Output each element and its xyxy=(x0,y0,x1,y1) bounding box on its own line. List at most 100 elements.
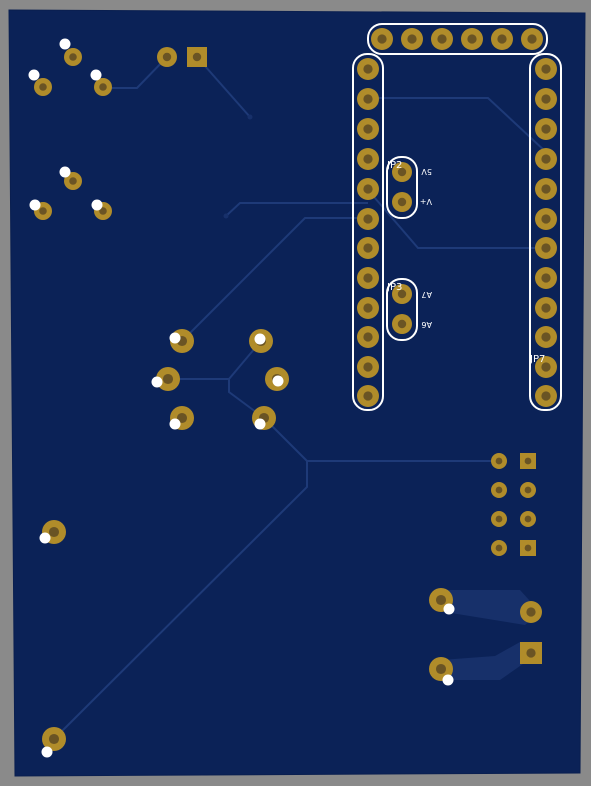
header-left-pin-4 xyxy=(357,148,379,170)
header-left-pin-3-drill xyxy=(363,124,373,134)
header-left-pin-9-drill xyxy=(363,303,373,313)
grid-pin-3-drill xyxy=(495,486,503,494)
header-top-pin-2-drill xyxy=(407,34,417,44)
jp2-pin-1-drill xyxy=(397,167,407,177)
jp3-pin-1 xyxy=(392,284,412,304)
drill-mark-12 xyxy=(254,418,266,430)
pads xyxy=(34,28,557,751)
header-right-pin-4 xyxy=(535,148,557,170)
header-right-pin-1 xyxy=(535,58,557,80)
header-top-pin-2 xyxy=(401,28,423,50)
label-jp3-pin2: A6 xyxy=(421,320,432,329)
jp3-pin-2 xyxy=(392,314,412,334)
pour-upper xyxy=(441,590,540,625)
header-top-pin-6 xyxy=(521,28,543,50)
header-right-pin-8-drill xyxy=(541,273,551,283)
grid-pin-4 xyxy=(520,482,536,498)
tl-pad-1-drill xyxy=(69,53,77,61)
label-jp2: JP2 xyxy=(386,160,402,171)
header-right-pin-4-drill xyxy=(541,154,551,164)
rotary-pin-5-drill xyxy=(176,412,188,424)
conn-pin-1 xyxy=(157,47,177,67)
header-top-pin-3 xyxy=(431,28,453,50)
drill-marks xyxy=(28,38,455,758)
jp3-pin-1-drill xyxy=(397,289,407,299)
header-right-pin-2-drill xyxy=(541,94,551,104)
tl-pad-1 xyxy=(64,48,82,66)
header-right-pin-8 xyxy=(535,267,557,289)
header-right-pin-3 xyxy=(535,118,557,140)
header-left-pin-12-drill xyxy=(363,391,373,401)
header-top-pin-1 xyxy=(371,28,393,50)
drill-mark-7 xyxy=(169,332,181,344)
lr-pad-4 xyxy=(520,642,542,664)
drill-mark-1 xyxy=(59,38,71,50)
trace-long-diagonal xyxy=(53,461,308,740)
grid-pin-2 xyxy=(520,453,536,469)
grid-pin-1-drill xyxy=(495,457,503,465)
drill-mark-2 xyxy=(28,69,40,81)
drill-mark-11 xyxy=(169,418,181,430)
trace-jp2-to-right xyxy=(367,189,546,249)
header-right-pin-9 xyxy=(535,297,557,319)
header-left-pin-12 xyxy=(357,385,379,407)
grid-pin-7-drill xyxy=(495,544,503,552)
header-left-pin-11 xyxy=(357,356,379,378)
header-top-pin-6-drill xyxy=(527,34,537,44)
grid-pin-5 xyxy=(491,511,507,527)
ml-pad-2-drill xyxy=(39,207,47,215)
drill-mark-15 xyxy=(442,674,454,686)
grid-pin-8-drill xyxy=(524,544,532,552)
header-top-pin-5 xyxy=(491,28,513,50)
header-left-pin-7-drill xyxy=(363,243,373,253)
tl-pad-3 xyxy=(94,78,112,96)
header-right-pin-3-drill xyxy=(541,124,551,134)
ml-pad-1 xyxy=(64,172,82,190)
jp2-pin-1 xyxy=(392,162,412,182)
lr-pad-3-drill xyxy=(435,663,447,675)
drill-mark-13 xyxy=(39,532,51,544)
lr-pad-2-drill xyxy=(526,607,536,617)
header-right-pin-7-drill xyxy=(541,243,551,253)
grid-pin-8 xyxy=(520,540,536,556)
header-left-pin-8 xyxy=(357,267,379,289)
header-left-pin-7 xyxy=(357,237,379,259)
drill-mark-6 xyxy=(91,199,103,211)
left-pad-1-drill xyxy=(48,526,60,538)
header-left-pin-10-drill xyxy=(363,332,373,342)
label-jp2-pin1: 5V xyxy=(421,167,432,176)
trace-pot-loop xyxy=(228,379,265,419)
pcb-board xyxy=(8,9,586,777)
header-top-pin-4 xyxy=(461,28,483,50)
header-left-pin-6-drill xyxy=(363,214,373,224)
trace-header-left-upper xyxy=(368,97,547,153)
silkscreen-text: JP2 JP3 JP7 5V V+ A7 A6 xyxy=(386,160,545,365)
outline-top-header xyxy=(367,23,548,55)
grid-pin-4-drill xyxy=(524,486,532,494)
header-top-pin-3-drill xyxy=(437,34,447,44)
header-right-pin-12 xyxy=(535,385,557,407)
ml-pad-3-drill xyxy=(99,207,107,215)
header-right-pin-11 xyxy=(535,356,557,378)
header-left-pin-5-drill xyxy=(363,184,373,194)
jp2-pin-2-drill xyxy=(397,197,407,207)
header-right-pin-6-drill xyxy=(541,214,551,224)
grid-pin-7 xyxy=(491,540,507,556)
rotary-pin-3-drill xyxy=(162,373,174,385)
lr-pad-2 xyxy=(520,601,542,623)
header-left-pin-11-drill xyxy=(363,362,373,372)
silkscreen-outlines xyxy=(352,23,562,411)
drill-mark-9 xyxy=(151,376,163,388)
conn-pin-1-drill xyxy=(162,52,172,62)
grid-pin-6-drill xyxy=(524,515,532,523)
label-jp2-pin2: V+ xyxy=(420,197,432,206)
conn-pin-2-drill xyxy=(192,52,202,62)
header-right-pin-9-drill xyxy=(541,303,551,313)
header-left-pin-5 xyxy=(357,178,379,200)
header-left-pin-4-drill xyxy=(363,154,373,164)
outline-jp2 xyxy=(386,156,418,219)
trace-via-to-header xyxy=(225,202,368,217)
outline-right-header xyxy=(529,53,562,411)
header-left-pin-3 xyxy=(357,118,379,140)
